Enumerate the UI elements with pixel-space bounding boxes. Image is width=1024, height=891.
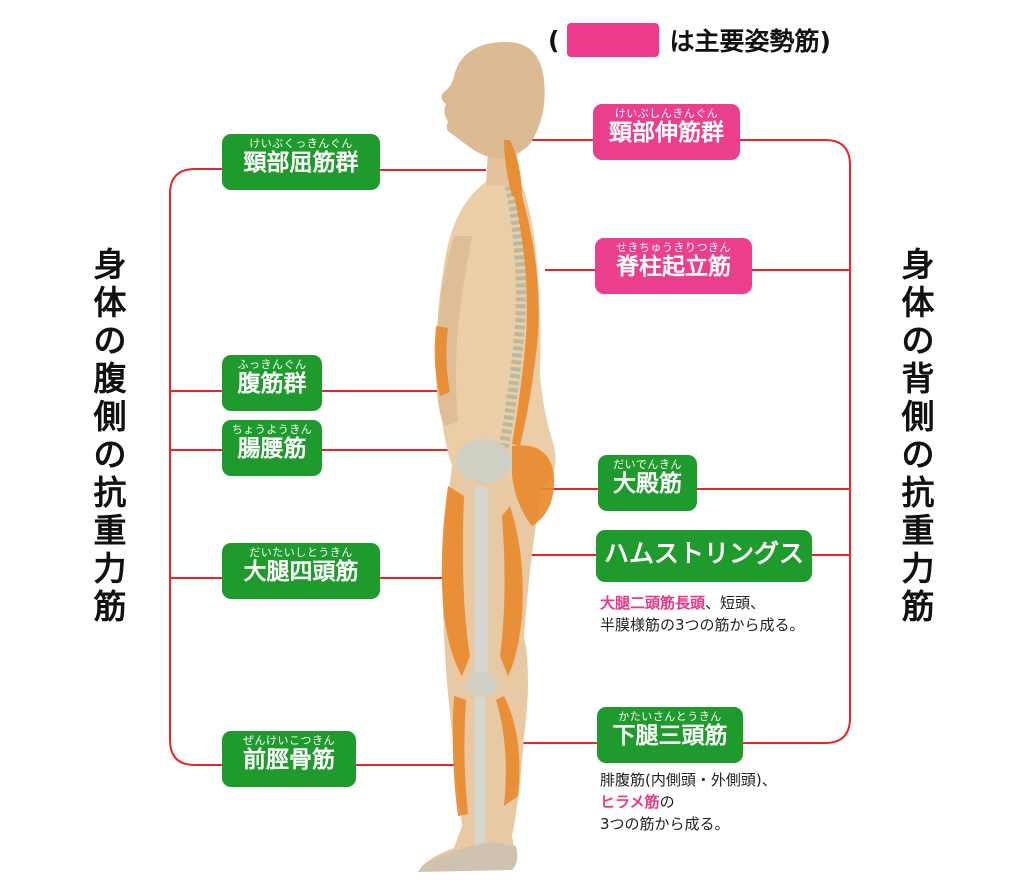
legend-swatch	[567, 23, 660, 57]
muscle-name: 脊柱起立筋	[616, 254, 731, 280]
calf-muscle	[496, 696, 520, 806]
tibialis-anterior-muscle	[452, 696, 468, 816]
neck-extensor-muscle	[504, 140, 522, 196]
muscle-name: 腹筋群	[237, 371, 307, 397]
muscle-label-hamstrings: ハムストリングス	[596, 530, 812, 582]
muscle-label-abdominals: ふっきんぐん 腹筋群	[222, 355, 322, 411]
foot	[418, 842, 518, 872]
calf-note: 腓腹筋(内側頭・外側頭)、 ヒラメ筋の 3つの筋から成る。	[600, 771, 777, 833]
muscle-name: 下腿三頭筋	[612, 723, 728, 749]
gluteus-muscle	[512, 445, 555, 526]
muscle-label-neck-extensors: けいぶしんきんぐん 頸部伸筋群	[593, 104, 740, 160]
quadriceps-muscle	[441, 486, 470, 676]
muscle-label-iliopsoas: ちょうようきん 腸腰筋	[222, 420, 322, 476]
legend-text: は主要姿勢筋)	[669, 27, 831, 56]
knee-bone	[466, 672, 498, 696]
ruby-text: けいぶくっきんぐん	[249, 137, 353, 150]
muscle-name: ハムストリングス	[603, 539, 804, 568]
ruby-text: ぜんけいこつきん	[243, 734, 335, 747]
human-body-illustration	[418, 41, 556, 872]
ruby-text: かたいさんとうきん	[618, 710, 722, 723]
muscle-label-erector-spinae: せきちゅうきりつきん 脊柱起立筋	[595, 238, 752, 294]
muscle-name: 前脛骨筋	[243, 747, 335, 773]
muscle-name: 腸腰筋	[237, 436, 307, 462]
femur-bone	[474, 486, 488, 681]
ruby-text: ちょうようきん	[231, 423, 313, 436]
right-title: 身 体 の 背 側 の 抗 重 力 筋	[901, 245, 935, 626]
muscle-name: 大腿四頭筋	[243, 559, 359, 585]
ruby-text: けいぶしんきんぐん	[614, 107, 719, 120]
left-title: 身 体 の 腹 側 の 抗 重 力 筋	[93, 245, 127, 626]
muscle-label-triceps-surae: かたいさんとうきん 下腿三頭筋	[597, 707, 743, 763]
legend: ( は主要姿勢筋)	[548, 20, 831, 60]
hamstring-muscle	[500, 506, 523, 676]
muscle-name: 頸部伸筋群	[609, 120, 724, 146]
spine	[497, 185, 526, 457]
muscle-label-neck-flexors: けいぶくっきんぐん 頸部屈筋群	[222, 134, 380, 190]
hamstring-highlight: 大腿二頭筋長頭	[600, 594, 706, 612]
muscle-label-gluteus-maximus: だいでんきん 大殿筋	[598, 455, 697, 511]
muscle-label-tibialis-anterior: ぜんけいこつきん 前脛骨筋	[222, 731, 356, 787]
ruby-text: だいたいしとうきん	[249, 546, 353, 559]
ruby-text: だいでんきん	[613, 458, 682, 471]
muscle-name: 大殿筋	[613, 471, 682, 497]
ruby-text: ふっきんぐん	[237, 358, 307, 371]
tibia-bone	[474, 696, 486, 846]
erector-spinae-muscle	[512, 196, 539, 446]
legend-open-paren: (	[548, 25, 560, 55]
muscle-label-quadriceps: だいたいしとうきん 大腿四頭筋	[222, 543, 380, 599]
abdominal-muscle	[434, 326, 450, 396]
muscle-name: 頸部屈筋群	[243, 150, 359, 176]
ruby-text: せきちゅうきりつきん	[615, 241, 732, 254]
calf-highlight: ヒラメ筋	[600, 793, 660, 811]
head	[441, 41, 545, 159]
hamstring-note: 大腿二頭筋長頭、短頭、 半膜様筋の3つの筋から成る。	[600, 594, 805, 634]
pelvis-bone	[456, 439, 512, 483]
